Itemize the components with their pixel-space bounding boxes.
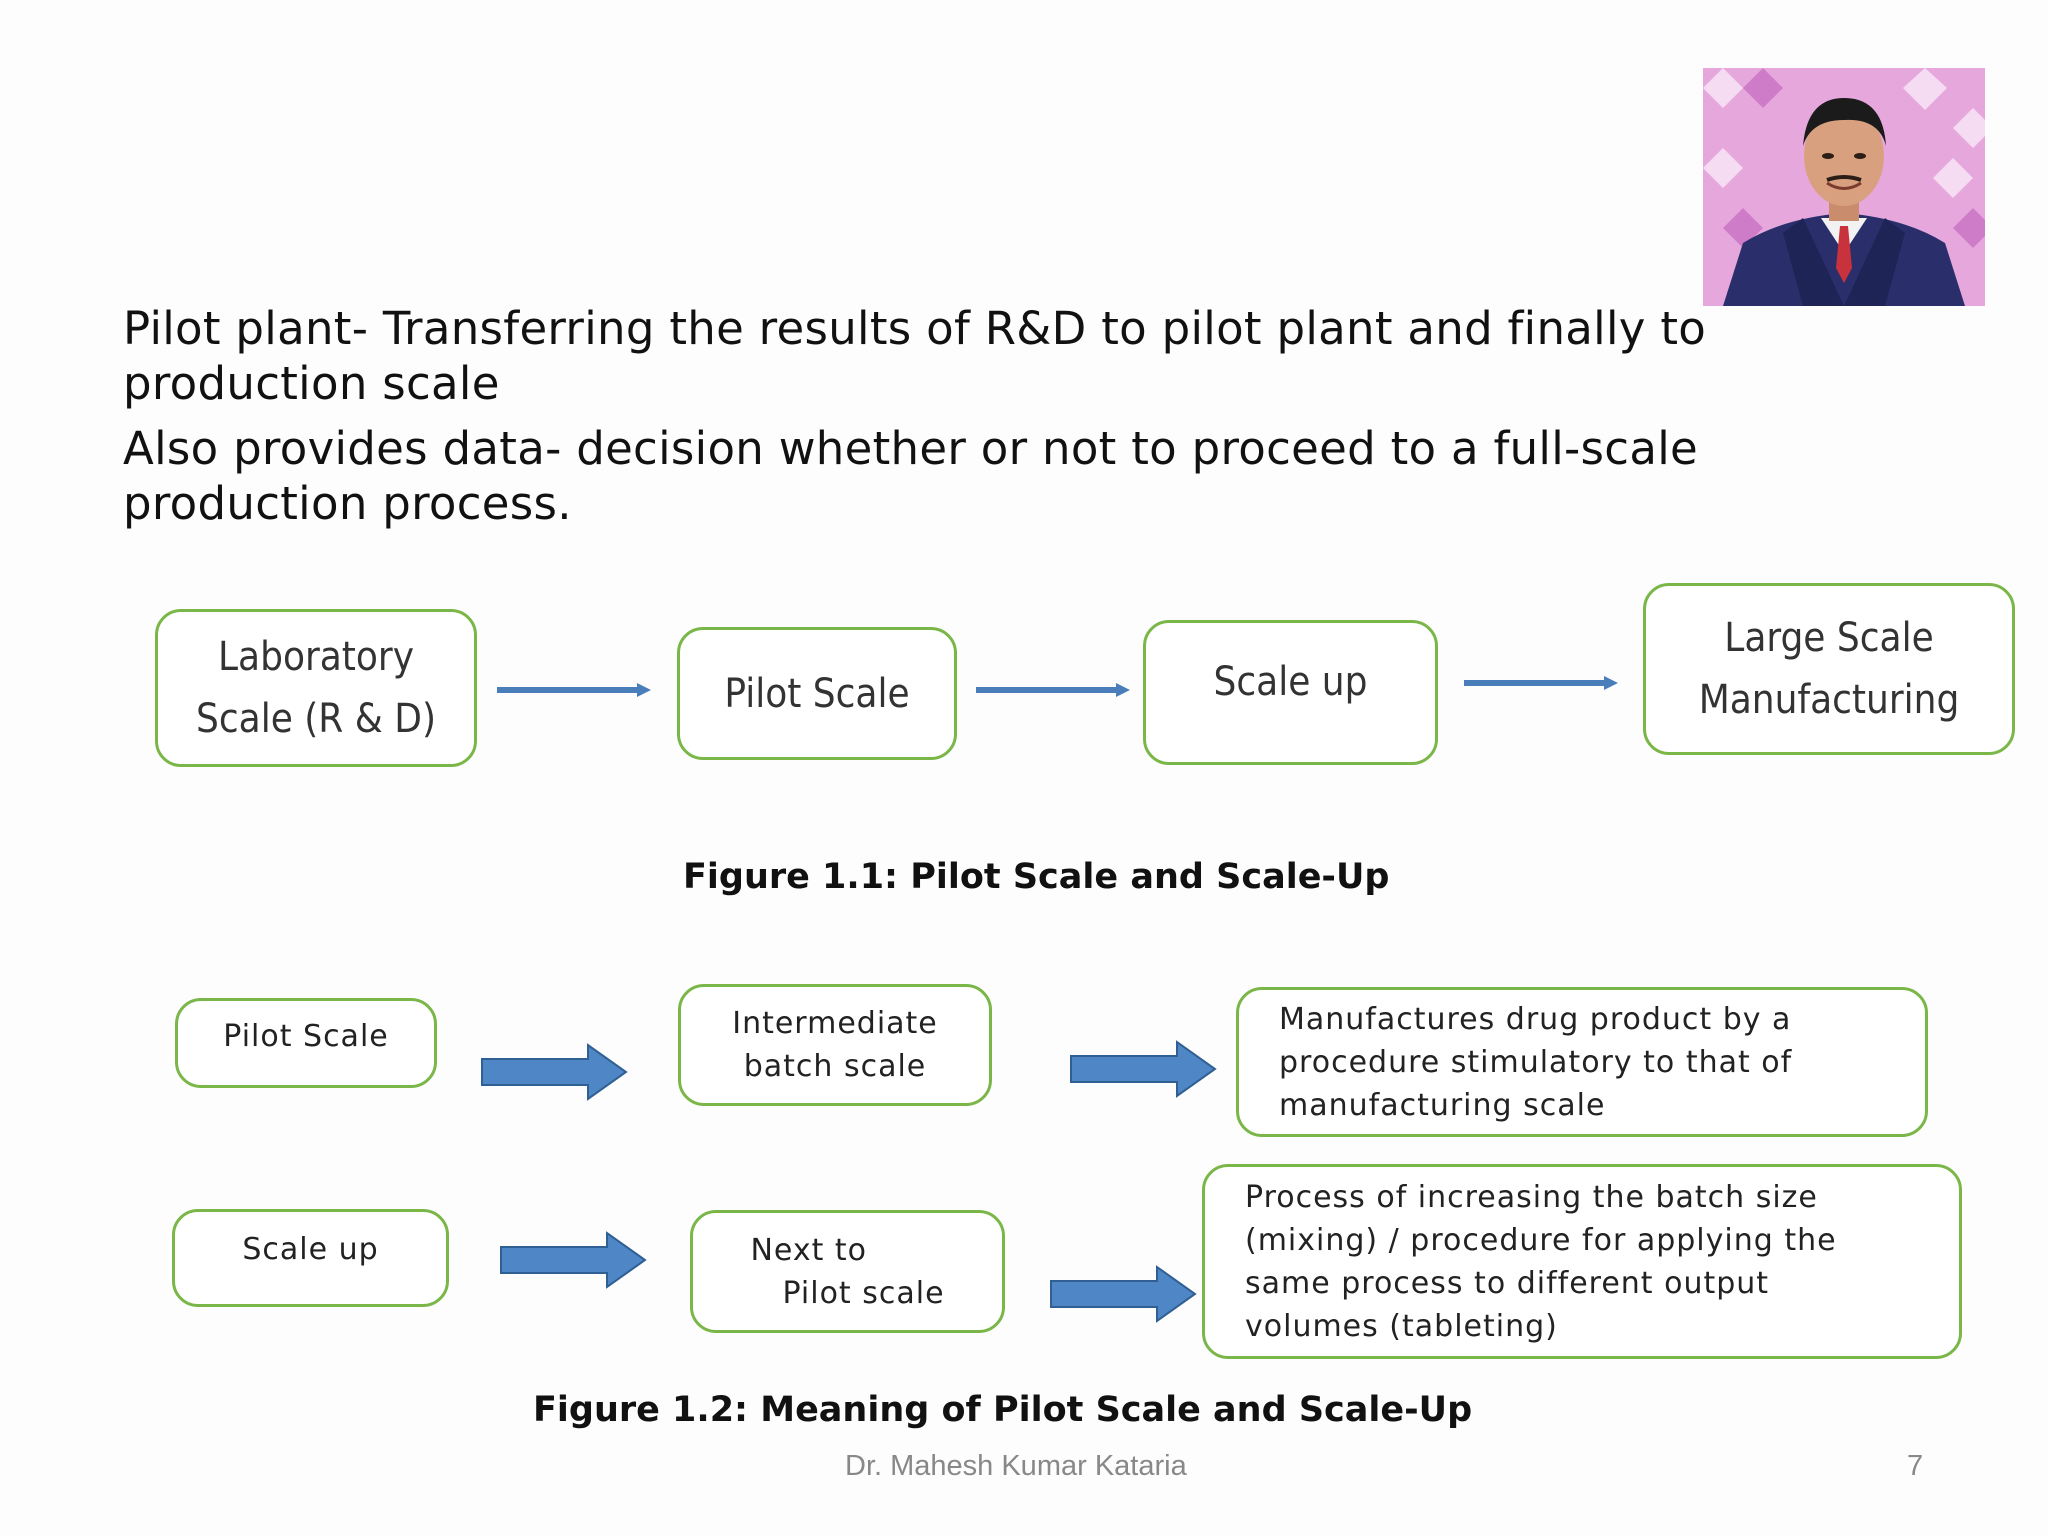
box-laboratory-scale-line-1: Laboratory bbox=[218, 634, 414, 680]
bullet-1-line-1: Pilot plant- Transferring the results of… bbox=[123, 302, 1707, 355]
thin-arrow-2 bbox=[976, 683, 1130, 697]
box-pilot-scale: Pilot Scale bbox=[677, 627, 957, 760]
box-large-scale-line-1: Large Scale bbox=[1724, 615, 1934, 661]
block-arrow-1 bbox=[481, 1043, 628, 1101]
term-pilot-scale: Pilot Scale bbox=[175, 998, 437, 1088]
intermediate-line-1: Intermediate bbox=[732, 1006, 938, 1041]
box-pilot-scale-label: Pilot Scale bbox=[724, 670, 910, 717]
box-large-scale-manufacturing: Large Scale Manufacturing bbox=[1643, 583, 2015, 755]
thin-arrow-3 bbox=[1464, 676, 1618, 690]
page-number: 7 bbox=[1907, 1450, 1924, 1482]
scale-intermediate-batch: Intermediate batch scale bbox=[678, 984, 992, 1106]
bullet-2-line-2: production process. bbox=[123, 477, 572, 530]
term-scale-up-label: Scale up bbox=[242, 1232, 379, 1267]
box-scale-up: Scale up bbox=[1143, 620, 1438, 765]
meaning-pilot-scale: Manufactures drug product by a procedure… bbox=[1236, 987, 1928, 1137]
figure-1-2-caption: Figure 1.2: Meaning of Pilot Scale and S… bbox=[533, 1390, 1473, 1430]
block-arrow-3 bbox=[500, 1231, 647, 1289]
meaning-scaleup-line-4: volumes (tableting) bbox=[1245, 1308, 1558, 1344]
bullet-1-line-2: production scale bbox=[123, 357, 500, 410]
meaning-pilot-line-3: manufacturing scale bbox=[1279, 1087, 1606, 1123]
box-scale-up-label: Scale up bbox=[1213, 659, 1368, 705]
bullet-provides-data: Also provides data- decision whether or … bbox=[123, 421, 1698, 531]
bullet-pilot-plant: Pilot plant- Transferring the results of… bbox=[123, 301, 1706, 411]
meaning-pilot-line-2: procedure stimulatory to that of bbox=[1279, 1044, 1793, 1080]
bullet-2-line-1: Also provides data- decision whether or … bbox=[123, 422, 1698, 475]
thin-arrow-1 bbox=[497, 683, 651, 697]
box-laboratory-scale-line-2: Scale (R & D) bbox=[196, 696, 436, 742]
term-scale-up: Scale up bbox=[172, 1209, 449, 1307]
presenter-photo bbox=[1703, 68, 1985, 306]
scale-next-to-pilot: Next to Pilot scale bbox=[690, 1210, 1005, 1333]
meaning-pilot-line-1: Manufactures drug product by a bbox=[1279, 1001, 1792, 1037]
next-to-line-1: Next to bbox=[750, 1232, 868, 1268]
meaning-scaleup-line-3: same process to different output bbox=[1245, 1265, 1770, 1301]
next-to-line-2: Pilot scale bbox=[782, 1275, 945, 1311]
meaning-scaleup-line-2: (mixing) / procedure for applying the bbox=[1245, 1222, 1837, 1258]
meaning-scaleup-line-1: Process of increasing the batch size bbox=[1245, 1179, 1818, 1215]
block-arrow-4 bbox=[1050, 1265, 1197, 1323]
term-pilot-scale-label: Pilot Scale bbox=[223, 1019, 389, 1054]
figure-1-1-caption: Figure 1.1: Pilot Scale and Scale-Up bbox=[683, 857, 1390, 897]
intermediate-line-2: batch scale bbox=[743, 1049, 927, 1084]
footer-author: Dr. Mahesh Kumar Kataria bbox=[845, 1450, 1187, 1482]
box-large-scale-line-2: Manufacturing bbox=[1698, 677, 1960, 723]
box-laboratory-scale: Laboratory Scale (R & D) bbox=[155, 609, 477, 767]
meaning-scale-up: Process of increasing the batch size (mi… bbox=[1202, 1164, 1962, 1359]
block-arrow-2 bbox=[1070, 1040, 1217, 1098]
